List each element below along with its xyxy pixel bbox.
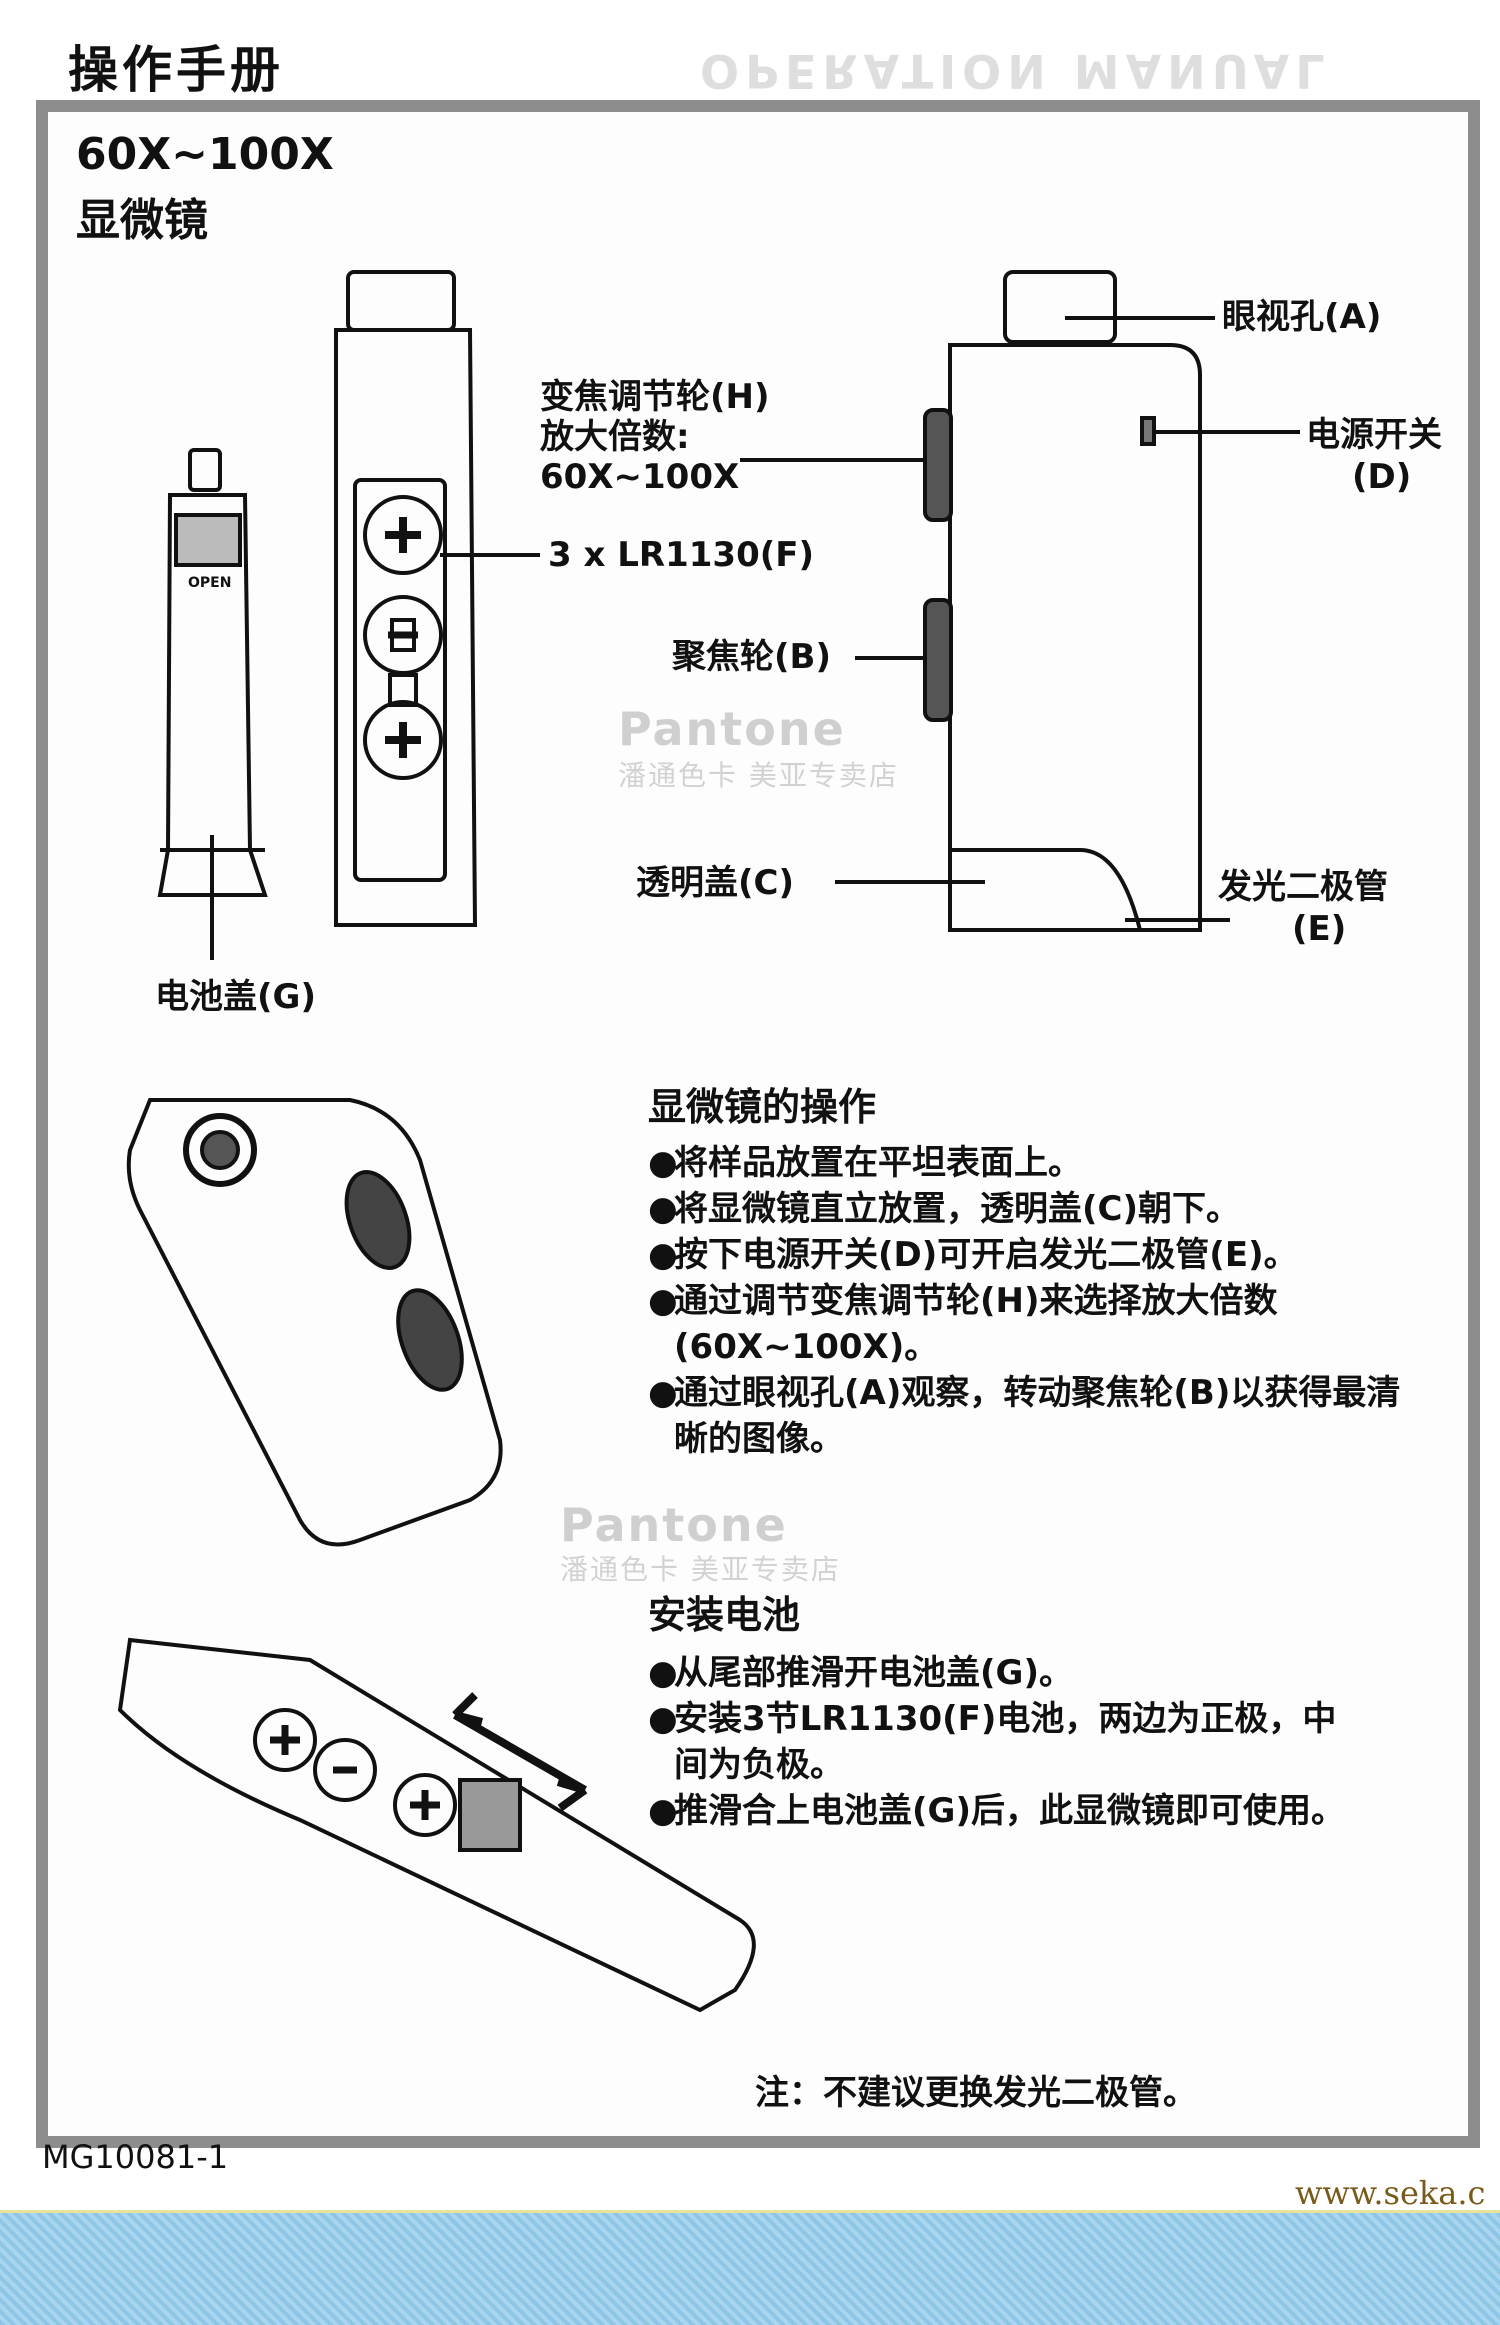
battery-heading: 安装电池 [648, 1593, 801, 1637]
label-zoom-wheel: 变焦调节轮(H) [540, 377, 770, 417]
label-clear-cover: 透明盖(C) [636, 863, 795, 903]
watermark-brand-1: Pantone [618, 702, 846, 756]
battery-install-illustration [117, 1637, 756, 2013]
label-power-switch-letter: (D) [1352, 457, 1412, 497]
product-name: 显微镜 [76, 195, 208, 246]
page-title: 操作手册 [68, 41, 284, 99]
product-heading: 60X~100X 显微镜 [76, 122, 334, 254]
list-item: ●按下电源开关(D)可开启发光二极管(E)。 [648, 1235, 1298, 1275]
label-zoom-range: 60X~100X [540, 457, 740, 497]
label-power-switch: 电源开关 [1306, 415, 1442, 455]
label-zoom-magnification: 放大倍数: [540, 417, 690, 457]
manual-frame [36, 100, 1480, 2148]
watermark-shop-1: 潘通色卡 美亚专卖店 [618, 759, 899, 792]
product-magnification: 60X~100X [76, 129, 334, 180]
footer-url: www.seka.c [1295, 2174, 1486, 2212]
list-item: ●通过调节变焦调节轮(H)来选择放大倍数(60X~100X)。 [648, 1281, 1278, 1367]
label-eyepiece: 眼视孔(A) [1222, 297, 1382, 337]
label-focus-wheel: 聚焦轮(B) [672, 637, 831, 677]
list-item: ●通过眼视孔(A)观察，转动聚焦轮(B)以获得最清晰的图像。 [648, 1373, 1401, 1459]
list-item: ●推滑合上电池盖(G)后，此显微镜即可使用。 [648, 1791, 1345, 1831]
list-item: ●从尾部推滑开电池盖(G)。 [648, 1653, 1073, 1693]
watermark-brand-2: Pantone [560, 1498, 788, 1552]
label-battery-spec: 3 x LR1130(F) [548, 535, 815, 575]
label-led-letter: (E) [1292, 909, 1347, 949]
open-body-illustration [334, 270, 478, 927]
bottom-band [0, 2210, 1500, 2325]
model-code: MG10081-1 [42, 2138, 229, 2176]
watermark-shop-2: 潘通色卡 美亚专卖店 [560, 1553, 841, 1586]
leader-lines [210, 316, 1300, 960]
perspective-illustration [126, 1098, 503, 1547]
battery-cover-illustration [157, 448, 268, 897]
list-item: ●将样品放置在平坦表面上。 [648, 1143, 1082, 1183]
open-mark: OPEN [188, 575, 232, 591]
operation-heading: 显微镜的操作 [648, 1085, 877, 1129]
note-text: 注：不建议更换发光二极管。 [755, 2073, 1197, 2113]
list-item: ●将显微镜直立放置，透明盖(C)朝下。 [648, 1189, 1241, 1229]
operation-list: ●将样品放置在平坦表面上。 ●将显微镜直立放置，透明盖(C)朝下。 ●按下电源开… [648, 1140, 1408, 1462]
label-battery-cover: 电池盖(G) [155, 977, 316, 1017]
label-led: 发光二极管 [1218, 867, 1388, 907]
side-view-illustration [923, 270, 1202, 932]
list-item: ●安装3节LR1130(F)电池，两边为正极，中间为负极。 [648, 1699, 1337, 1785]
battery-list: ●从尾部推滑开电池盖(G)。 ●安装3节LR1130(F)电池，两边为正极，中间… [648, 1650, 1368, 1834]
